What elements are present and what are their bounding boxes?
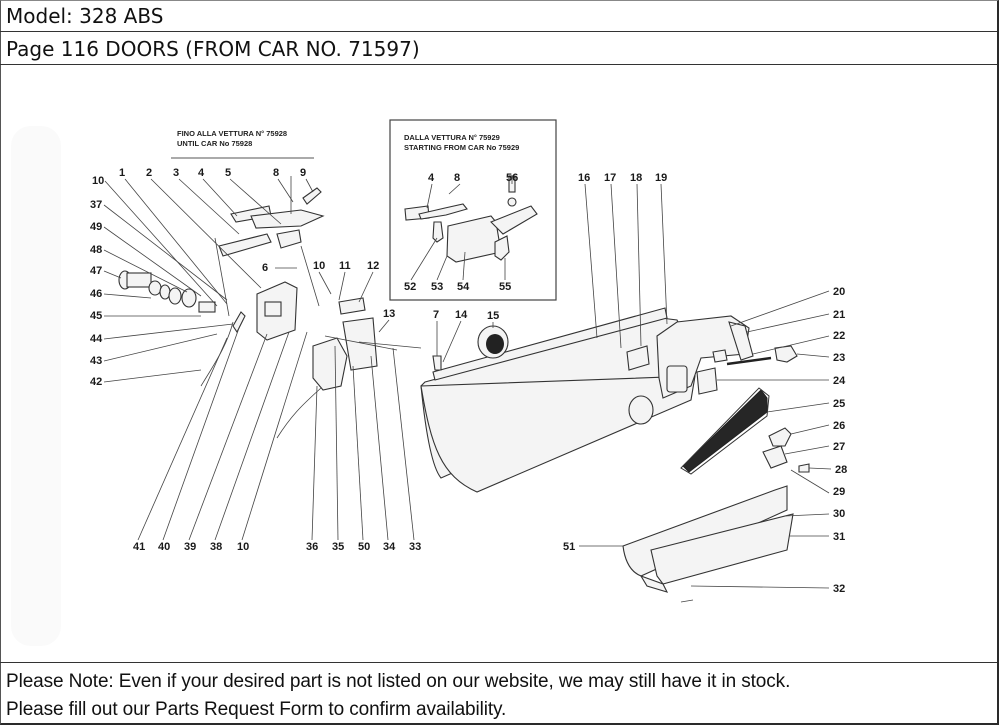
callout-label: 52 [404,281,416,293]
callout-label: 10 [237,541,249,553]
callout-label: 4 [198,167,205,179]
callout-label: 28 [835,464,847,476]
callout-label: 6 [262,262,268,274]
armrest [622,485,794,593]
callout-label: 24 [833,375,846,387]
callout-label: 41 [133,541,145,553]
callout-label: 53 [431,281,443,293]
callout-label: 38 [210,541,222,553]
callout-label: 10 [313,260,325,272]
callout-label: 14 [455,309,468,321]
callout-label: 22 [833,330,845,342]
callout-label: 15 [487,310,499,322]
callout-label: 18 [630,172,642,184]
callout-label: 37 [90,199,102,211]
clip-7 [432,355,442,371]
callout-label: 45 [90,310,102,322]
callout-label: 36 [306,541,318,553]
callout-label: 17 [604,172,616,184]
inset-caption-en: STARTING FROM CAR No 75929 [404,143,519,152]
leader-lines [103,176,832,589]
speaker-grille [682,389,768,473]
callout-label: 43 [90,355,102,367]
callout-label: 3 [173,167,179,179]
callout-label: 5 [225,167,231,179]
callout-label: 39 [184,541,196,553]
callout-label: 49 [90,221,102,233]
callout-label: 47 [90,265,102,277]
callout-label: 32 [833,583,845,595]
callout-label: 16 [578,172,590,184]
callout-label: 34 [383,541,396,553]
callout-label: 2 [146,167,152,179]
page-title-row: Page 116 DOORS (FROM CAR NO. 71597) [0,32,997,65]
callout-label: 46 [90,288,102,300]
callout-label: 21 [833,309,845,321]
callout-label: 12 [367,260,379,272]
callout-label: 35 [332,541,344,553]
inset-caption-it: DALLA VETTURA N° 75929 [404,133,500,142]
callout-label: 10 [92,175,104,187]
clip-28 [798,463,810,473]
model-row: Model: 328 ABS [0,0,997,32]
callout-label: 44 [90,333,103,345]
callout-label: 13 [383,308,395,320]
left-group-caption-it: FINO ALLA VETTURA N° 75928 [177,129,287,138]
callout-label: 25 [833,398,845,410]
callout-label: 11 [339,260,351,272]
door-trim-panel [420,307,798,493]
callout-label: 55 [499,281,511,293]
switch-27 [762,445,788,469]
page-title: Page 116 DOORS (FROM CAR NO. 71597) [6,37,420,61]
callout-label: 31 [833,531,845,543]
lock-mechanism [200,176,398,439]
callout-label: 30 [833,508,845,520]
callout-label: 54 [457,281,470,293]
callout-label: 23 [833,352,845,364]
note-line-2: Please fill out our Parts Request Form t… [6,699,507,720]
screw-32 [680,599,694,603]
callout-label: 7 [433,309,439,321]
availability-note: Please Note: Even if your desired part i… [0,662,997,725]
inset-door-handle [404,175,538,263]
callout-label: 1 [119,167,125,179]
callout-label: 4 [428,172,435,184]
note-line-1: Please Note: Even if your desired part i… [6,671,791,692]
callout-label: 42 [90,376,102,388]
callout-label: 48 [90,244,102,256]
callout-label: 19 [655,172,667,184]
callout-label: 20 [833,286,845,298]
speaker [477,325,509,359]
switch-26 [768,427,792,447]
callout-label: 8 [273,167,279,179]
callout-label: 26 [833,420,845,432]
model-label: Model: 328 ABS [6,4,164,28]
callout-labels: 10 1 2 3 4 5 8 9 37 49 48 47 46 45 44 43… [90,167,847,595]
callout-label: 8 [454,172,460,184]
callout-label: 9 [300,167,306,179]
background-shadow [11,126,61,646]
callout-label: 27 [833,441,845,453]
lock-cylinder [118,270,216,313]
callout-label: 51 [563,541,575,553]
callout-label: 33 [409,541,421,553]
callout-label: 50 [358,541,370,553]
rod-13 [358,341,422,349]
inset-box [389,119,557,301]
left-group-caption-en: UNTIL CAR No 75928 [177,139,252,148]
parts-diagram: FINO ALLA VETTURA N° 75928 UNTIL CAR No … [1,66,997,662]
callout-label: 40 [158,541,170,553]
callout-label: 29 [833,486,845,498]
